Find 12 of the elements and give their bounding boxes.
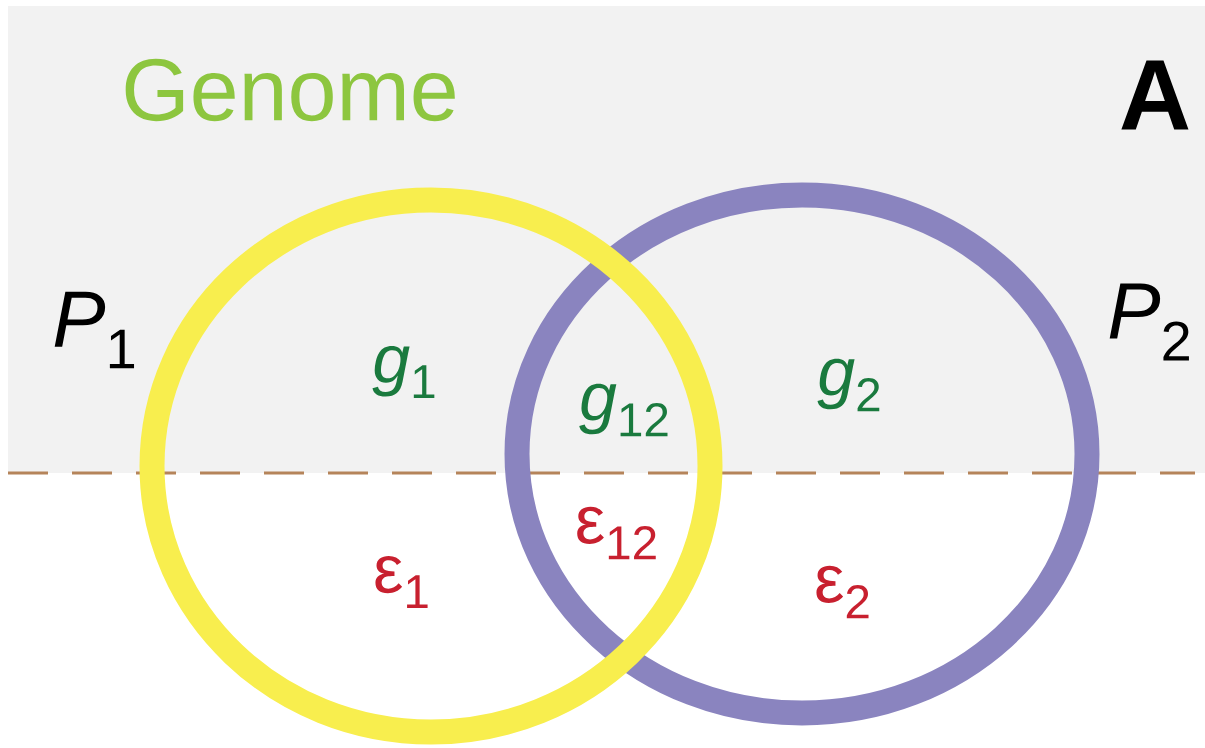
region-label: ε$_{2}$ — [816, 565, 869, 619]
set-label: P$_{1}$ — [54, 291, 135, 369]
region-label: ε$_{1}$ — [375, 555, 428, 609]
region-label: g$_{1}$ — [372, 345, 435, 399]
ring — [504, 182, 1100, 726]
region-label: g$_{2}$ — [817, 358, 880, 412]
panel-letter: A — [1121, 60, 1189, 130]
set-label: P$_{2}$ — [1109, 283, 1189, 361]
ring — [139, 187, 723, 745]
region-label: g$_{12}$ — [579, 383, 668, 437]
region-label: ε$_{12}$ — [577, 506, 656, 560]
title: Genome — [125, 58, 455, 122]
